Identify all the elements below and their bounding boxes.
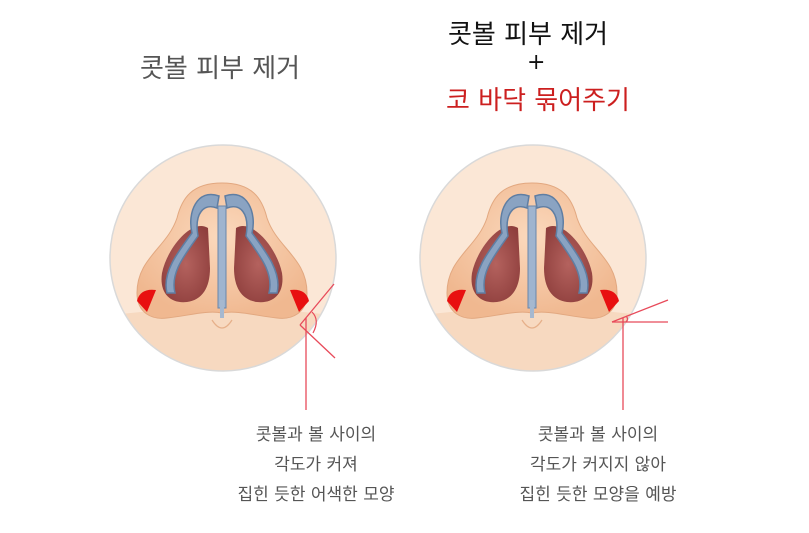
right-title-line2: 코 바닥 묶어주기 (446, 86, 630, 116)
right-angle-line-1 (611, 299, 669, 323)
left-removed-tissue-right (290, 289, 309, 312)
left-caption-line-3: 집힌 듯한 어색한 모양 (237, 485, 395, 505)
left-title: 콧볼 피부 제거 (140, 54, 301, 84)
right-caption-line-3: 집힌 듯한 모양을 예방 (519, 485, 677, 505)
left-removed-tissue-left (137, 289, 156, 312)
left-nose-illustration (110, 145, 336, 371)
right-caption-line-1: 콧볼과 볼 사이의 (537, 425, 659, 445)
left-angle-arc (311, 311, 317, 334)
right-title-plus: + (527, 50, 546, 75)
left-caption-line-2: 각도가 커져 (274, 455, 358, 475)
left-caption: 콧볼과 볼 사이의 각도가 커져 집힌 듯한 어색한 모양 (196, 420, 436, 510)
left-caption-line-1: 콧볼과 볼 사이의 (255, 425, 377, 445)
right-removed-tissue-right (600, 289, 619, 312)
right-title-line1: 콧볼 피부 제거 (448, 20, 609, 50)
right-caption-line-2: 각도가 커지지 않아 (530, 455, 666, 475)
left-angle-line-2 (299, 324, 336, 359)
right-removed-tissue-left (447, 289, 466, 312)
right-caption: 콧볼과 볼 사이의 각도가 커지지 않아 집힌 듯한 모양을 예방 (478, 420, 718, 510)
right-angle-arc (625, 315, 629, 323)
